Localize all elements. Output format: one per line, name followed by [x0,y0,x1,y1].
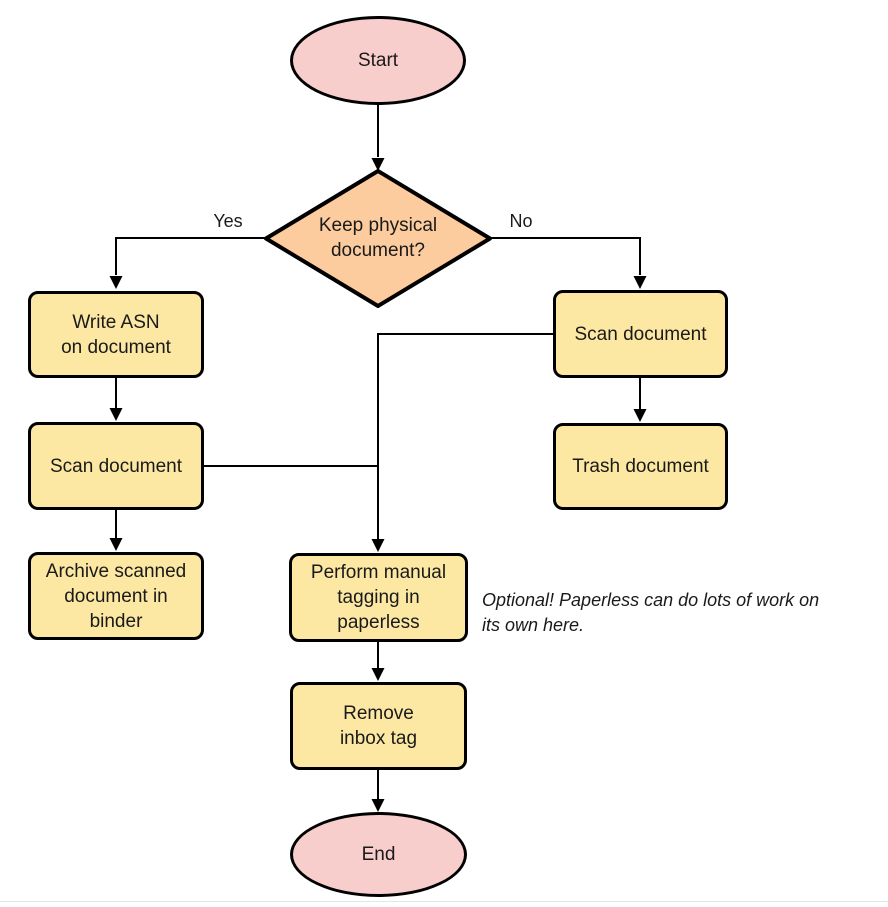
arrowhead-icon [109,538,123,551]
edge-lines [115,105,641,799]
node-label: Keep physical document? [318,215,438,261]
arrowhead-icon [371,158,385,171]
node-start: Start [290,16,466,105]
node-label: Trash document [572,456,709,477]
arrowhead-icon [109,276,123,289]
node-trash-document: Trash document [553,423,728,510]
edge-no [490,237,641,275]
node-label: Perform manual tagging in paperless [310,562,447,633]
node-archive-binder: Archive scanned document in binder [28,552,204,640]
arrowhead-icon [371,668,385,681]
arrowhead-icon [371,539,385,552]
edge-arrowheads [109,158,647,812]
edge-yes [115,237,265,275]
page-divider [0,901,888,902]
node-remove-inbox-tag: Remove inbox tag [290,682,467,770]
node-end: End [290,812,467,897]
arrowhead-icon [633,276,647,289]
arrowhead-icon [633,409,647,422]
node-label: Remove inbox tag [339,703,418,749]
edge-label-no: No [509,211,533,231]
node-label: Scan document [574,323,707,345]
edge-label-yes: Yes [213,211,243,231]
node-scan-document-right: Scan document [553,290,728,378]
decision-diamond-shape [264,169,492,308]
node-label: Archive scanned document in binder [45,560,187,632]
node-decision-keep-physical: Keep physical document? [293,206,463,270]
node-scan-document-left: Scan document [28,422,204,510]
node-label: End [361,844,396,865]
arrowhead-icon [371,799,385,812]
node-label: Scan document [49,455,183,477]
node-manual-tagging: Perform manual tagging in paperless [289,553,468,642]
node-label: Write ASN on document [61,311,171,358]
annotation-optional: Optional! Paperless can do lots of work … [482,590,820,635]
edge-scanright-to-tagging [377,333,553,539]
arrowhead-icon [109,408,123,421]
node-label: Start [357,50,399,71]
node-write-asn: Write ASN on document [28,291,204,378]
